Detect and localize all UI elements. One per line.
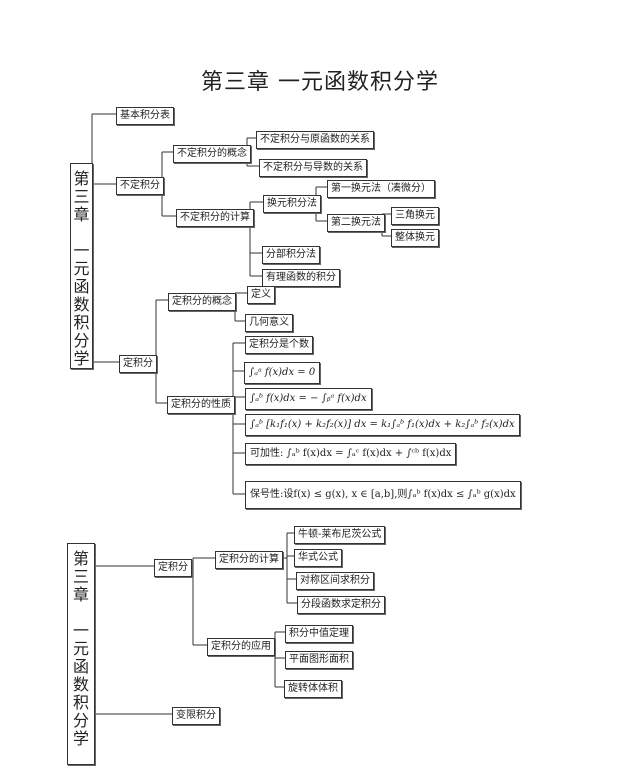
node-rational-integral: 有理函数的积分 (262, 269, 340, 287)
side-char: 积 (73, 313, 90, 332)
side-char: 章 (72, 585, 89, 604)
node-mean-value-theorem: 积分中值定理 (285, 625, 353, 643)
node-indefinite-computation: 不定积分的计算 (176, 209, 254, 227)
node-definite-integral-2: 定积分 (154, 559, 192, 577)
side-char: 三 (72, 567, 89, 586)
node-symmetric-interval: 对称区间求积分 (296, 572, 374, 590)
node-first-substitution: 第一换元法（凑微分） (327, 180, 435, 198)
node-whole-substitution: 整体换元 (391, 229, 439, 247)
side-char: 数 (73, 295, 90, 314)
chapter-side-label-top: 第 三 章 一 元 函 数 积 分 学 (70, 163, 93, 369)
node-integration-by-parts: 分部积分法 (262, 246, 320, 264)
property-zero-interval: ∫ₐᵃ f(x)dx = 0 (244, 362, 321, 384)
page-title: 第三章 一元函数积分学 (201, 70, 439, 95)
chapter-side-label-bottom: 第 三 章 一 元 函 数 积 分 学 (67, 543, 95, 765)
node-trig-substitution: 三角换元 (391, 207, 439, 225)
node-relation-derivative: 不定积分与导数的关系 (259, 159, 367, 177)
node-piecewise-integral: 分段函数求定积分 (297, 596, 385, 614)
side-char: 第 (72, 549, 89, 568)
node-second-substitution: 第二换元法 (327, 214, 385, 232)
side-char: 积 (72, 693, 89, 712)
node-definite-properties: 定积分的性质 (167, 396, 235, 414)
property-reverse-limits: ∫ₐᵇ f(x)dx = − ∫ᵦᵃ f(x)dx (245, 388, 372, 410)
node-geometric-meaning: 几何意义 (245, 314, 293, 332)
node-newton-leibniz: 牛顿-莱布尼茨公式 (294, 526, 386, 544)
node-basic-integral-table: 基本积分表 (116, 107, 174, 125)
node-definite-concept: 定积分的概念 (168, 293, 236, 311)
side-gap (70, 604, 92, 622)
side-char: 章 (73, 205, 90, 224)
node-variable-limit-integral: 变限积分 (172, 707, 220, 725)
node-relation-antiderivative: 不定积分与原函数的关系 (256, 131, 374, 149)
side-char: 分 (73, 331, 90, 350)
side-char: 学 (73, 349, 90, 368)
side-gap (73, 224, 90, 242)
side-char: 函 (73, 277, 90, 296)
node-plane-area: 平面图形面积 (285, 651, 353, 669)
node-solid-revolution: 旋转体体积 (284, 680, 342, 698)
side-char: 分 (72, 711, 89, 730)
node-wallis-formula: 华式公式 (294, 549, 342, 567)
side-char: 一 (72, 621, 89, 640)
node-definite-integral: 定积分 (119, 355, 157, 373)
node-definite-application: 定积分的应用 (207, 638, 275, 656)
side-char: 元 (72, 639, 89, 658)
side-char: 元 (73, 259, 90, 278)
node-definition: 定义 (247, 286, 275, 304)
node-indefinite-integral: 不定积分 (116, 177, 164, 195)
property-additivity: 可加性: ∫ₐᵇ f(x)dx = ∫ₐᶜ f(x)dx + ∫ᶜᵇ f(x)d… (245, 443, 457, 465)
node-indefinite-concept: 不定积分的概念 (173, 145, 251, 163)
side-char: 一 (73, 241, 90, 260)
side-char: 函 (72, 657, 89, 676)
side-char: 三 (73, 187, 90, 206)
property-linearity: ∫ₐᵇ [k₁f₁(x) + k₂f₂(x)] dx = k₁∫ₐᵇ f₁(x)… (245, 414, 520, 436)
side-char: 第 (73, 169, 90, 188)
node-substitution: 换元积分法 (263, 195, 321, 213)
side-char: 数 (72, 675, 89, 694)
property-is-number: 定积分是个数 (245, 336, 313, 354)
node-definite-computation: 定积分的计算 (215, 551, 283, 569)
property-sign-preserving: 保号性:设f(x) ≤ g(x), x ∈ [a,b],则∫ₐᵇ f(x)dx … (245, 481, 521, 509)
side-char: 学 (72, 729, 89, 748)
